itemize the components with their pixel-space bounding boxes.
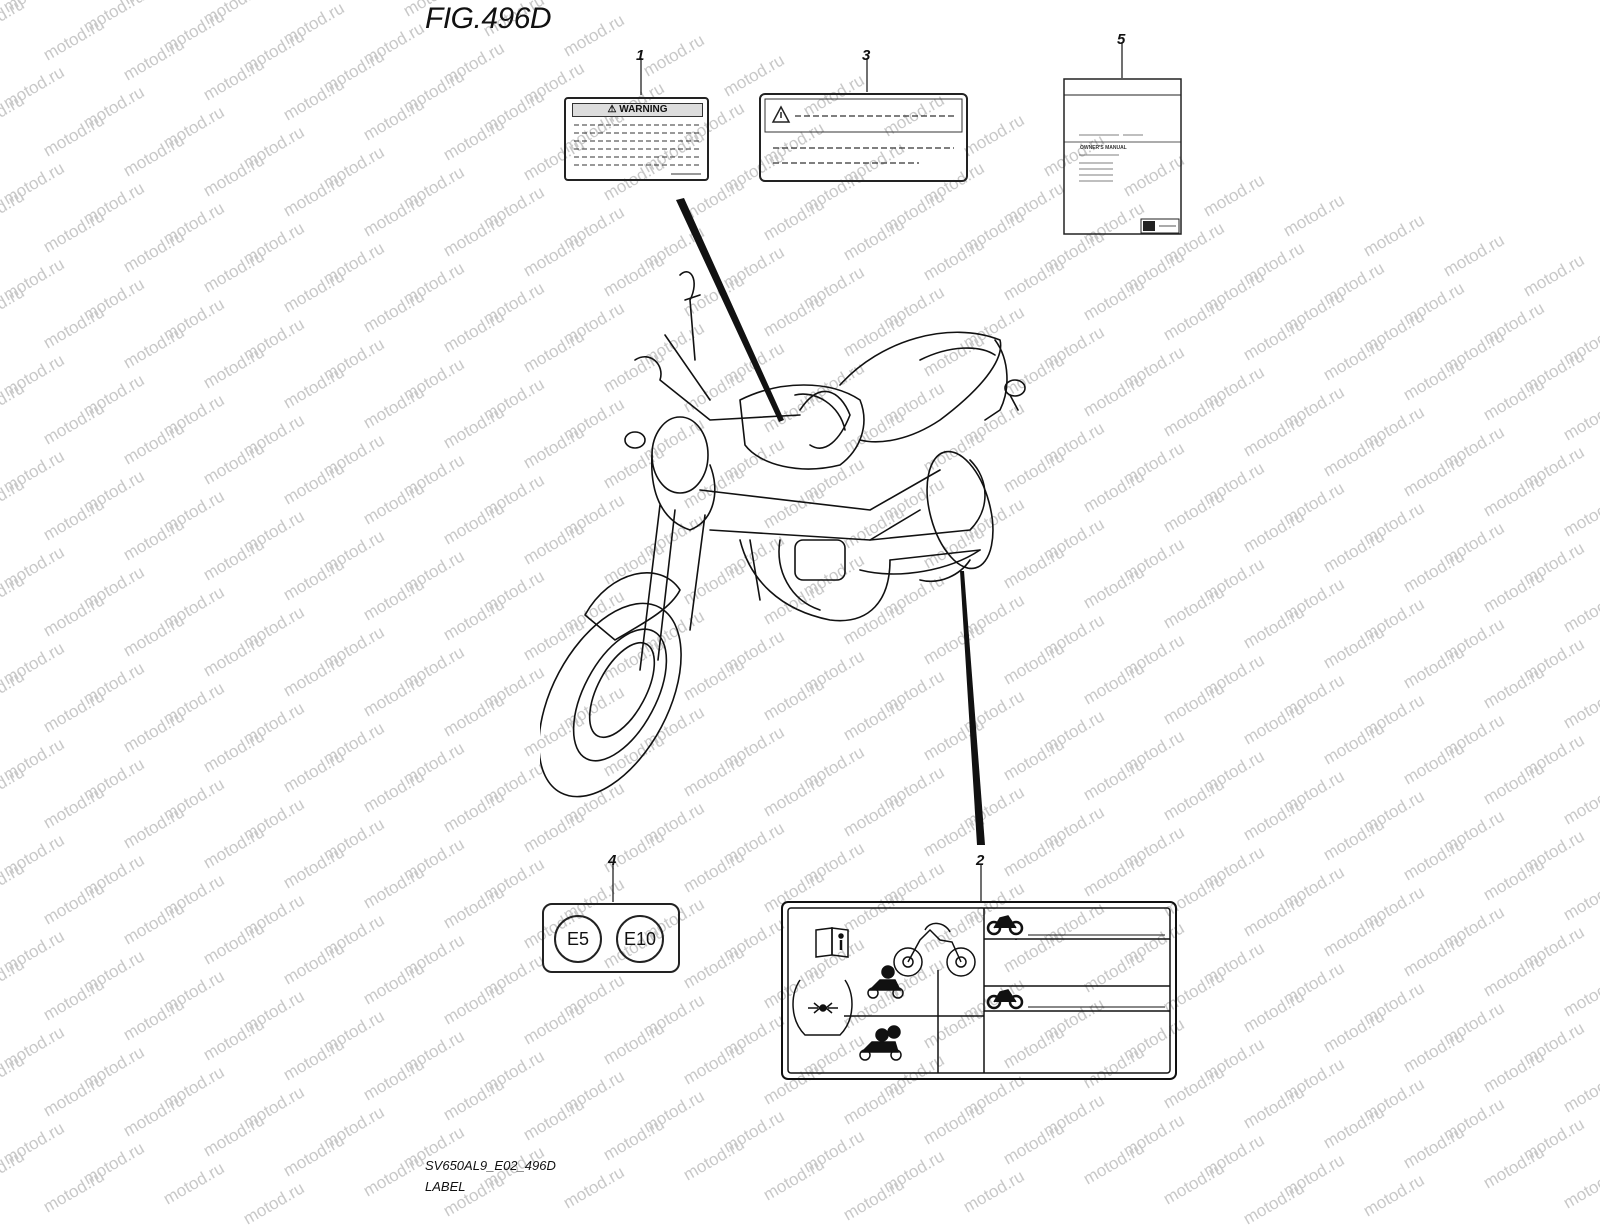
callout-3: 3 xyxy=(862,47,871,64)
figure-title: FIG.496D xyxy=(425,2,552,35)
reader-icon xyxy=(1143,221,1155,231)
tire-pressure-icon xyxy=(792,979,853,1036)
callout-1: 1 xyxy=(636,47,645,64)
rider-tandem-icon xyxy=(859,1025,902,1061)
motorcycle-icon xyxy=(893,922,976,977)
motorcycle-drawing xyxy=(540,271,1026,798)
warning-label-1: ⚠ WARNING xyxy=(564,97,709,181)
leader-lines xyxy=(612,43,1123,902)
callout-5: 5 xyxy=(1117,31,1126,48)
headlight xyxy=(651,416,709,494)
warning-heading-text: WARNING xyxy=(619,104,668,115)
tire-label-2 xyxy=(781,901,1177,1080)
figure-name: LABEL xyxy=(425,1179,466,1194)
owners-manual-5 xyxy=(1063,78,1182,235)
callout-2: 2 xyxy=(976,852,985,869)
engine xyxy=(778,539,821,611)
leader-line-2 xyxy=(960,571,985,845)
warning-triangle-icon: ⚠ xyxy=(607,104,617,115)
tail-light xyxy=(1004,379,1026,397)
exhaust xyxy=(859,549,981,575)
small-motorcycle-icon-top xyxy=(986,915,1024,936)
seat xyxy=(839,331,1002,443)
warning-text-lines xyxy=(574,124,701,175)
warning-label-3 xyxy=(759,93,968,182)
leader-line-1 xyxy=(676,198,784,422)
small-motorcycle-icon-bottom xyxy=(986,989,1024,1010)
fuel-label-4: E5 E10 xyxy=(542,903,680,973)
rear-wheel xyxy=(926,450,994,570)
rider-solo-icon xyxy=(867,965,904,999)
figure-code: SV650AL9_E02_496D xyxy=(425,1158,556,1173)
fuel-tank xyxy=(739,384,865,470)
e5-badge: E5 xyxy=(554,915,602,963)
front-rim xyxy=(572,628,668,762)
callout-4: 4 xyxy=(608,852,617,869)
front-tire xyxy=(540,602,682,798)
warning-heading: ⚠ WARNING xyxy=(572,103,703,117)
manual-heading: OWNER'S MANUAL xyxy=(1080,145,1127,151)
front-fender xyxy=(584,572,681,641)
triangle-icon xyxy=(771,105,791,123)
e10-badge: E10 xyxy=(616,915,664,963)
manual-book-icon xyxy=(815,927,849,958)
